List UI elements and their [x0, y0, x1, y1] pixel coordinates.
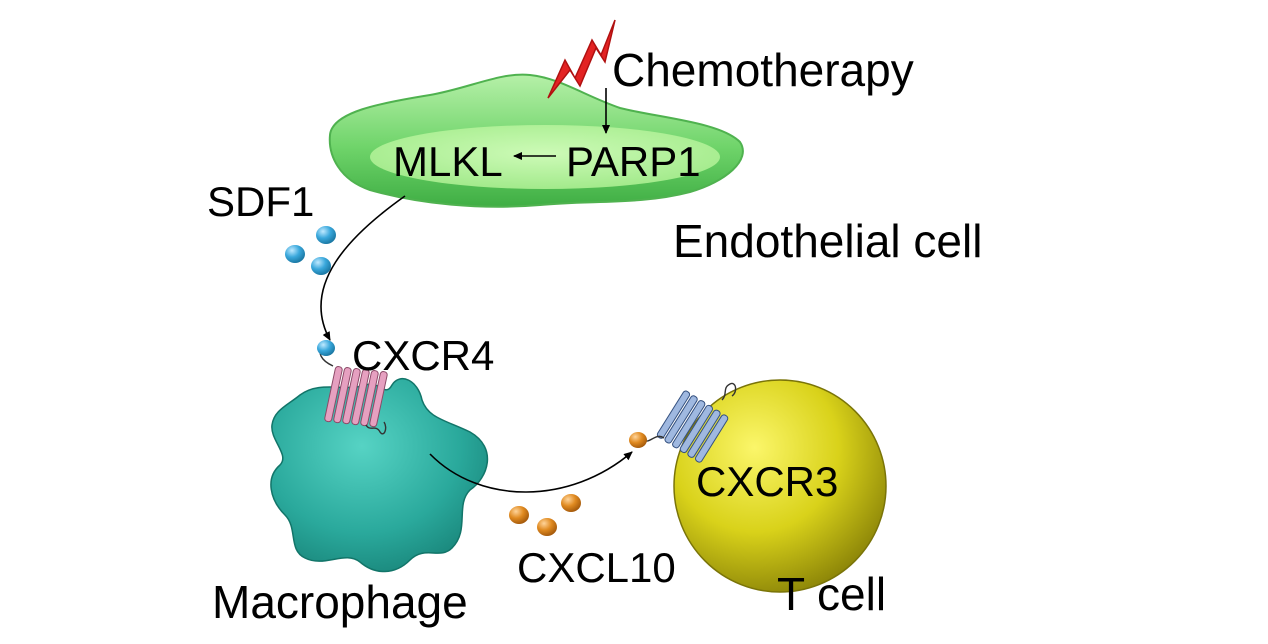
macrophage-label: Macrophage — [212, 576, 468, 628]
cxcl10-ligand — [509, 506, 529, 524]
mlkl-label: MLKL — [393, 138, 503, 185]
macrophage-cell — [270, 378, 489, 573]
cxcl10-label: CXCL10 — [517, 544, 676, 591]
cxcl10-ligand — [561, 494, 581, 512]
sdf1-ligand — [316, 226, 336, 244]
cxcr4-label: CXCR4 — [352, 332, 494, 379]
t-cell — [673, 379, 887, 593]
parp1-label: PARP1 — [566, 138, 701, 185]
sdf1-release-arrow — [320, 195, 406, 341]
chemotherapy-label: Chemotherapy — [612, 44, 914, 96]
cxcr3-label: CXCR3 — [696, 458, 838, 505]
sdf1-ligands — [285, 226, 336, 275]
cxcl10-ligand — [537, 518, 557, 536]
cxcr4-receptor — [319, 347, 388, 435]
endothelial-cell — [328, 73, 744, 208]
cxcr3-tail — [721, 382, 737, 401]
sdf1-ligand — [285, 245, 305, 263]
cxcl10-bound-ligand — [629, 432, 647, 448]
sdf1-label: SDF1 — [207, 178, 314, 225]
cxcl10-ligands — [509, 494, 581, 536]
sdf1-ligand — [311, 257, 331, 275]
sdf1-bound-ligand — [317, 340, 335, 356]
cxcl10-release-arrow — [429, 451, 633, 493]
cxcr3-receptor — [656, 390, 729, 463]
endothelial-cell-label: Endothelial cell — [673, 215, 982, 267]
t-cell-label: T cell — [777, 568, 886, 620]
endothelial-nucleus — [370, 125, 720, 189]
chemotherapy-bolt-icon — [547, 19, 616, 99]
